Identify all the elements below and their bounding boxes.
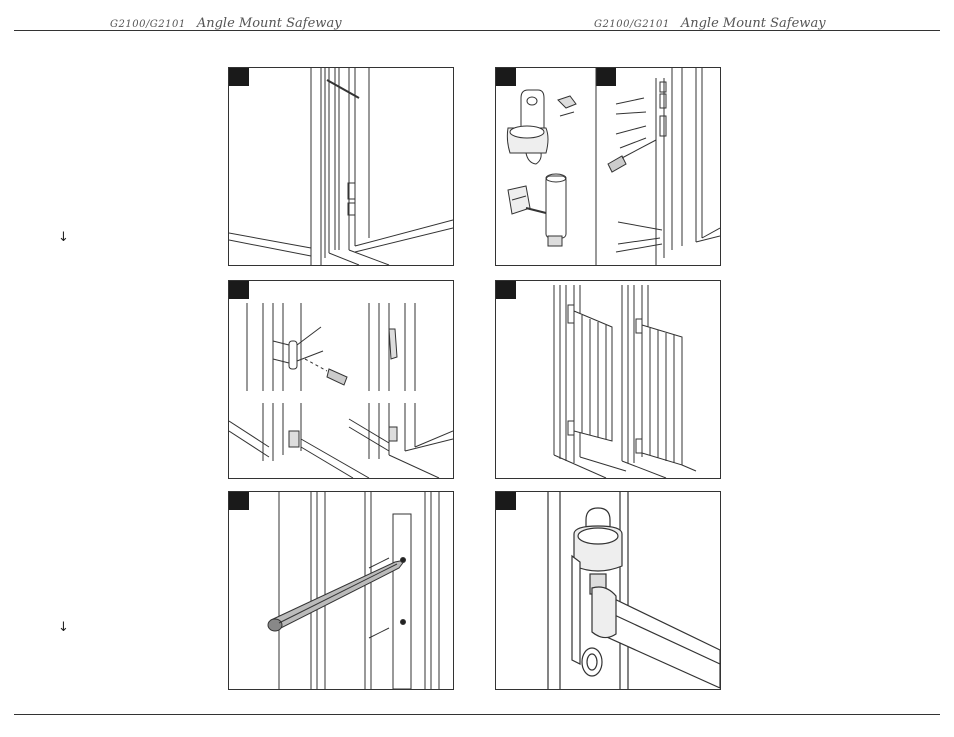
gate-installed-illustration (496, 281, 720, 478)
header-left-model: G2100/G2101 (110, 19, 186, 30)
header-rule (14, 30, 940, 31)
hinge-closeup-illustration (496, 492, 720, 689)
figure-hinge-screws (228, 280, 454, 479)
figure-pencil-mark (228, 491, 454, 690)
header-right-title: Angle Mount Safeway (681, 16, 826, 31)
header-right: G2100/G2101 Angle Mount Safeway (594, 12, 826, 31)
figure-gate-installed (495, 280, 721, 479)
header-left: G2100/G2101 Angle Mount Safeway (110, 12, 342, 31)
pencil-mark-illustration (229, 492, 453, 689)
header-right-model: G2100/G2101 (594, 19, 670, 30)
figure-hinge-closeup (495, 491, 721, 690)
figure-door-frame (228, 67, 454, 266)
hinge-parts-illustration (496, 68, 720, 265)
header-left-title: Angle Mount Safeway (197, 16, 342, 31)
hinge-screws-illustration (229, 281, 453, 478)
door-frame-illustration (229, 68, 453, 265)
footer-rule (14, 714, 940, 715)
margin-arrow-icon: ↓ (58, 230, 69, 245)
margin-arrow-icon: ↓ (58, 620, 69, 635)
figure-hinge-parts (495, 67, 721, 266)
